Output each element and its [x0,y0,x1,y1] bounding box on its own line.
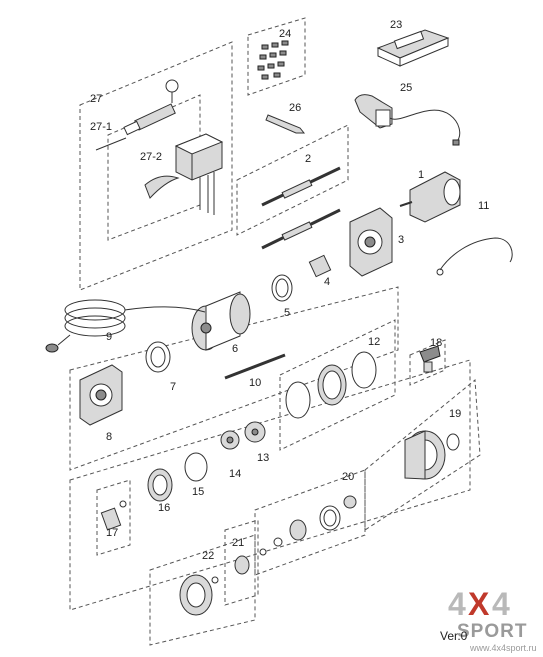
part-26-hand-strap [265,114,306,134]
outline-group-22 [149,534,256,646]
part-22-end-cover [179,574,219,616]
part-15-snap-ring [184,452,208,482]
part-6-drum [191,291,251,351]
outline-group-27 [79,41,233,291]
watermark-logo: 4 X 4 SPORT www.4x4sport.ru [448,586,537,653]
label-3: 3 [398,234,404,246]
part-27-control-box [95,79,224,215]
group-outlines [69,17,481,646]
label-6: 6 [232,343,238,355]
label-1: 1 [418,169,424,181]
part-21-brake-parts [234,548,267,575]
part-8-end-bracket [79,364,123,426]
part-18-clutch-knob [419,345,441,373]
label-10: 10 [249,377,261,389]
label-11: 11 [478,200,489,212]
version-label: Ver.0 [440,629,468,643]
label-19: 19 [449,408,461,420]
logo-sport: SPORT [457,621,527,642]
outline-group-12 [279,319,396,451]
label-15: 15 [192,486,204,498]
logo-x: X [468,586,490,622]
label-8: 8 [106,431,112,443]
label-27-1: 27-1 [90,121,112,133]
outline-group-2 [236,124,349,236]
label-22: 22 [202,550,214,562]
label-7: 7 [170,381,176,393]
outline-group-20 [254,469,366,576]
part-24-bolt-kit [257,40,289,80]
part-1-motor [399,171,461,223]
label-14: 14 [229,468,241,480]
part-3-end-housing [349,207,393,277]
label-13: 13 [257,452,269,464]
part-10-shaft [224,353,286,380]
outline-group-lower-gear [69,359,471,611]
label-5: 5 [284,307,290,319]
outline-group-17 [96,479,131,556]
label-4: 4 [324,276,330,288]
part-4-bushing [308,254,332,278]
label-16: 16 [158,502,170,514]
part-23-fairlead-bracket [376,29,450,67]
part-11-motor-cable [436,237,513,276]
part-25-remote-control [354,94,461,146]
part-16-output-gear [147,468,173,502]
logo-four-left: 4 [448,586,466,622]
part-17-sun-gear-shaft [100,500,127,531]
part-20-brake [273,495,357,547]
label-21: 21 [232,537,244,549]
label-25: 25 [400,82,412,94]
label-23: 23 [390,19,402,31]
label-20: 20 [342,471,354,483]
part-7-bearing [145,341,171,373]
label-18: 18 [430,337,442,349]
part-13-planet-gears [244,421,266,443]
logo-four-right: 4 [492,586,510,622]
label-9: 9 [106,331,112,343]
part-labels: 1 2 3 4 5 6 7 8 9 10 11 12 13 14 15 16 1… [90,19,489,562]
part-5-bearing-ring [271,274,293,302]
outline-group-21 [224,519,259,606]
part-2-tie-rods [261,166,341,250]
logo-url: www.4x4sport.ru [469,643,537,653]
outline-group-10-shaft [69,286,399,471]
part-14-planet-gears [220,430,240,450]
label-27: 27 [90,93,102,105]
label-12: 12 [368,336,380,348]
label-27-2: 27-2 [140,151,162,163]
part-9-wire-rope [45,299,206,353]
label-26: 26 [289,102,301,114]
label-24: 24 [279,28,291,40]
part-19-gear-housing [404,430,460,480]
outline-group-24 [247,17,306,96]
part-12-ring-gear-set [285,351,377,419]
label-17: 17 [106,527,118,539]
label-2: 2 [305,153,311,165]
